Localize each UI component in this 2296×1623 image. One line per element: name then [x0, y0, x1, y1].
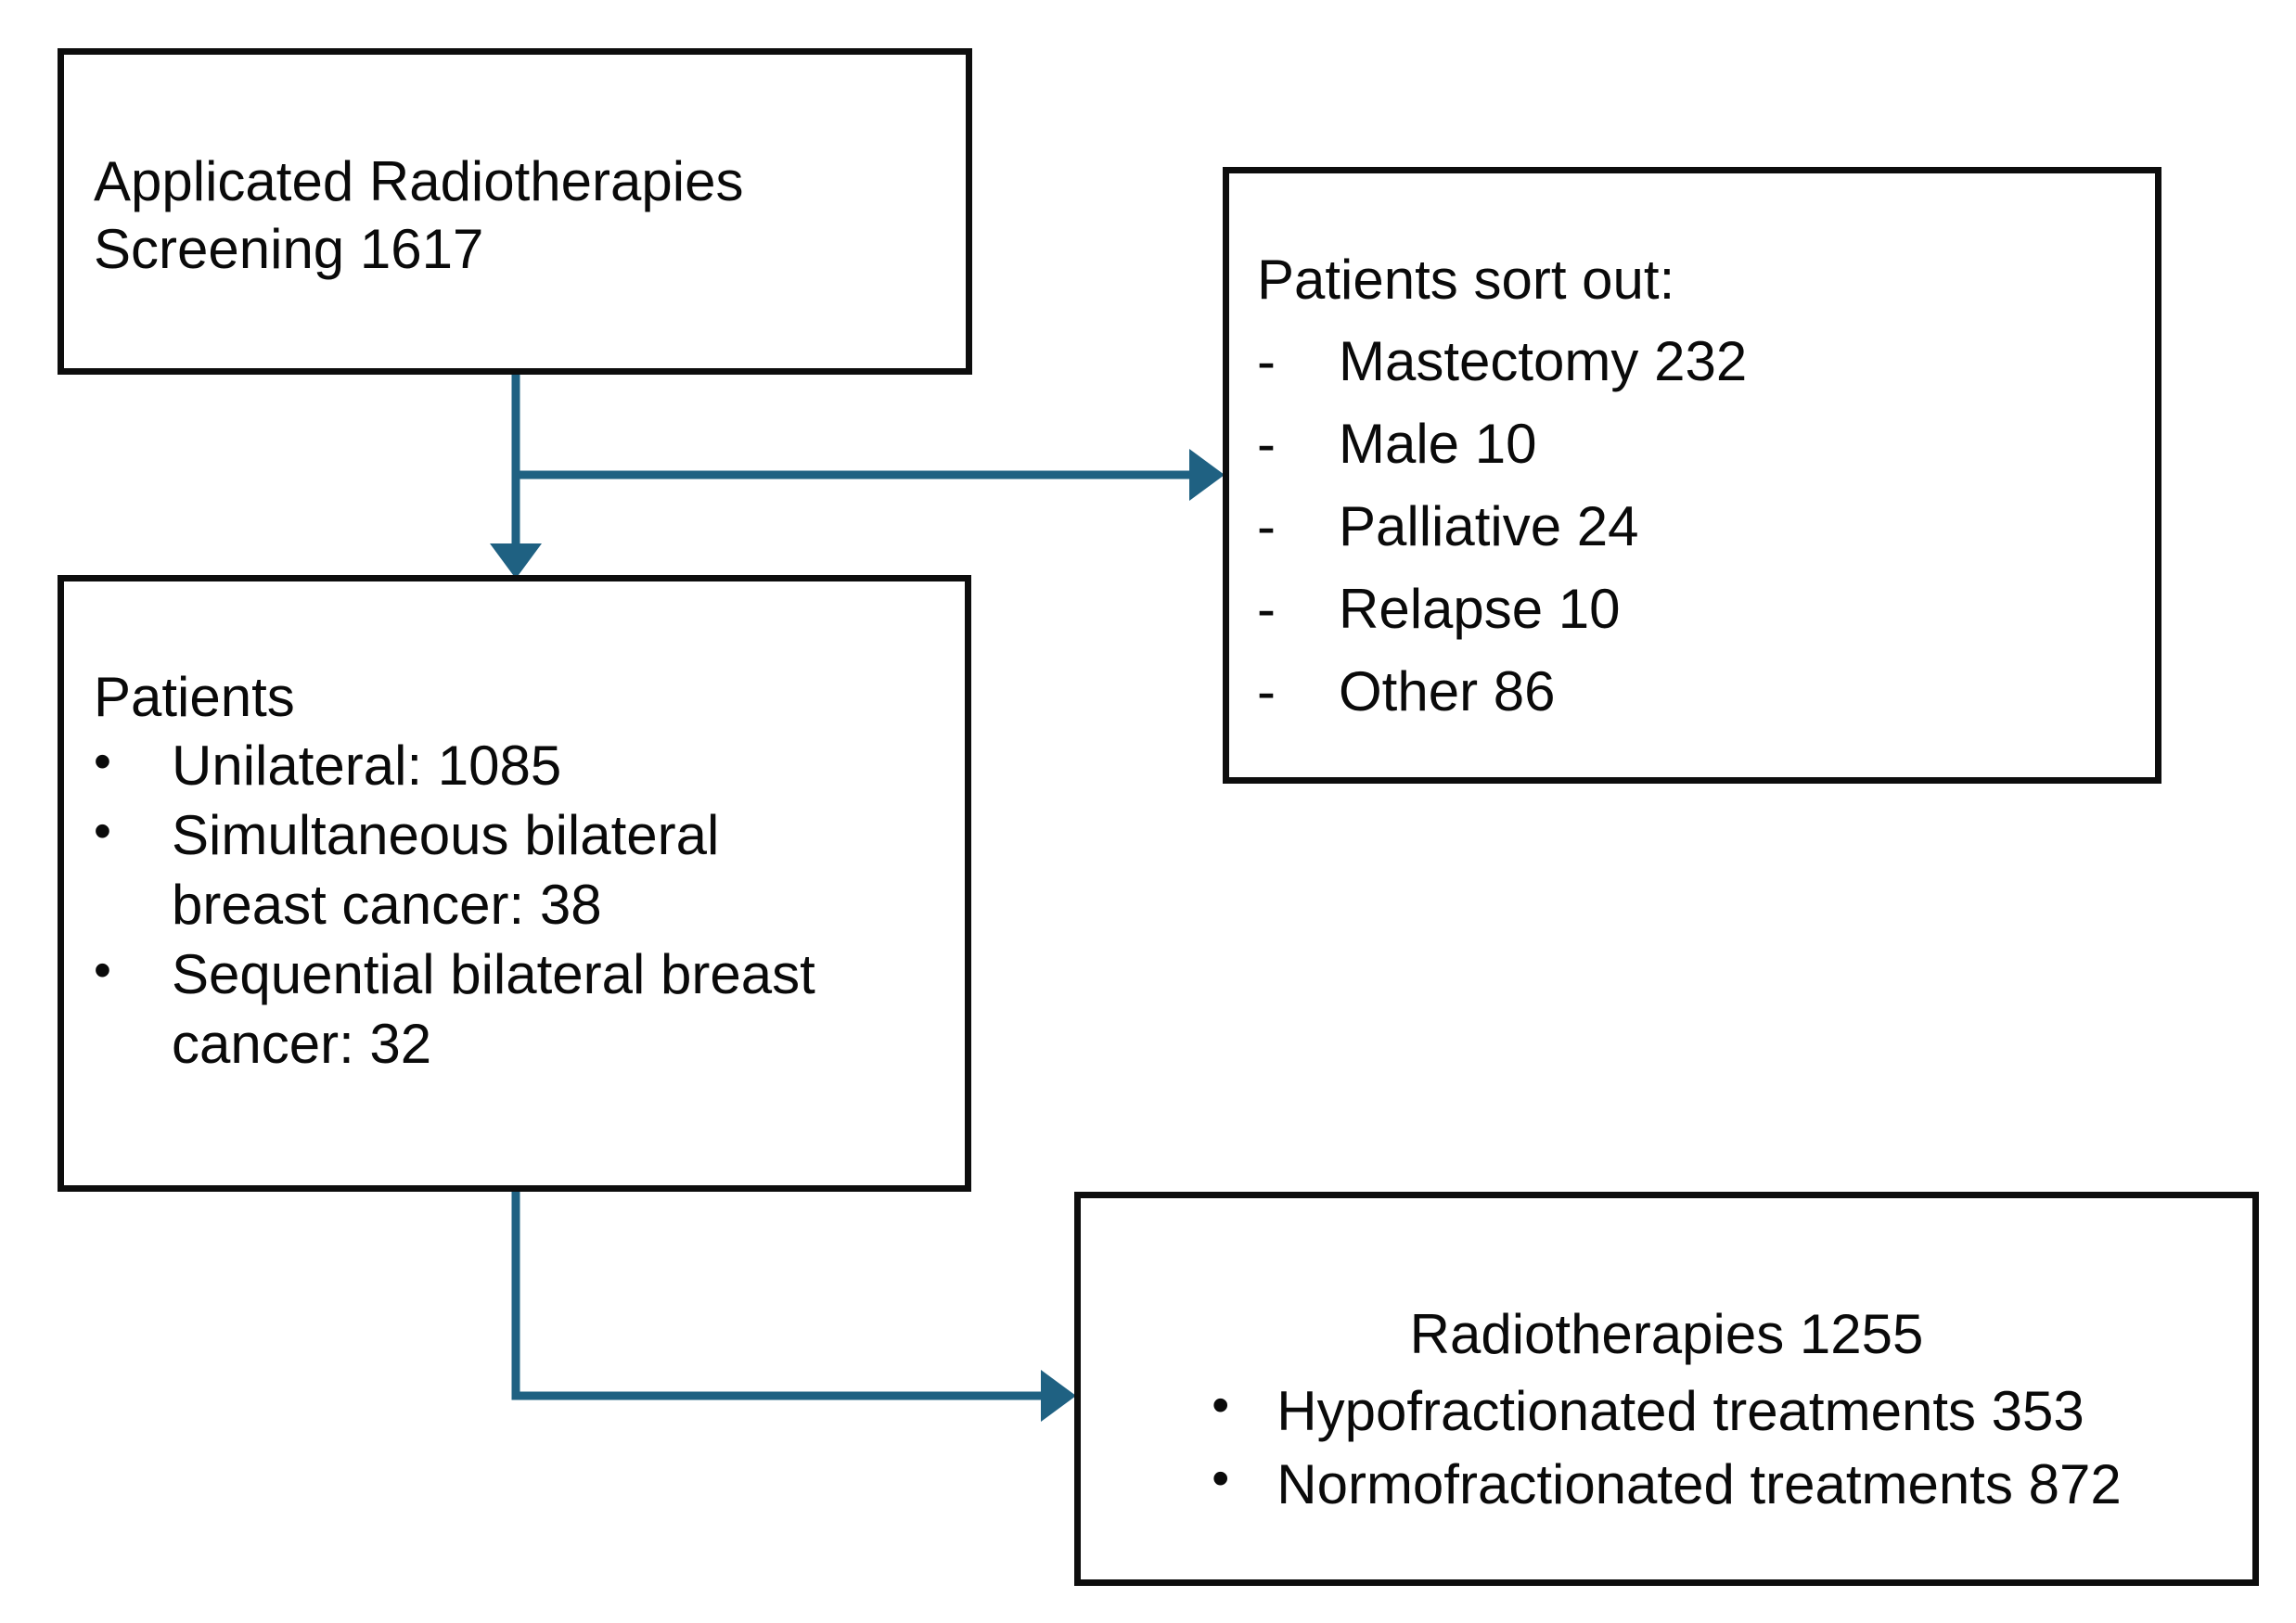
bullet-dot-icon: •: [94, 803, 111, 860]
list-item: - Male 10: [1257, 409, 2155, 479]
screening-line-1: Applicated Radiotherapies: [94, 150, 744, 212]
sort-out-item-2: Palliative 24: [1339, 495, 1639, 558]
bullet-dot-icon: •: [94, 734, 111, 790]
node-radiotherapies: Radiotherapies 1255 • Hypofractionated t…: [1074, 1192, 2259, 1586]
list-item: • Unilateral: 1085: [94, 731, 965, 800]
node-patients-sort-out-content: Patients sort out: - Mastectomy 232 - Ma…: [1229, 246, 2155, 726]
patients-item-1-line-1: breast cancer: 38: [172, 874, 602, 937]
radiotherapies-list: • Hypofractionated treatments 353 • Norm…: [1212, 1374, 2121, 1521]
patients-item-2-line-0: Sequential bilateral breast: [172, 943, 815, 1006]
screening-line-2: Screening 1617: [94, 218, 484, 281]
list-item: - Other 86: [1257, 657, 2155, 726]
node-radiotherapies-content: Radiotherapies 1255 • Hypofractionated t…: [1081, 1298, 2252, 1521]
radiotherapies-item-0: Hypofractionated treatments 353: [1276, 1380, 2084, 1442]
list-item: • Normofractionated treatments 872: [1212, 1448, 2121, 1521]
sort-out-item-4: Other 86: [1339, 660, 1556, 723]
list-item: • Simultaneous bilateral breast cancer: …: [94, 800, 965, 939]
list-item: - Relapse 10: [1257, 574, 2155, 644]
dash-bullet-icon: -: [1257, 578, 1276, 641]
connector-screening-to-patients: [490, 375, 542, 579]
radiotherapies-item-1: Normofractionated treatments 872: [1276, 1453, 2122, 1516]
list-item: - Mastectomy 232: [1257, 326, 2155, 396]
sort-out-item-3: Relapse 10: [1339, 578, 1621, 641]
sort-out-item-0: Mastectomy 232: [1339, 330, 1748, 393]
node-screening-content: Applicated Radiotherapies Screening 1617: [64, 147, 966, 283]
list-item: • Sequential bilateral breast cancer: 32: [94, 939, 965, 1079]
node-patients-content: Patients • Unilateral: 1085 • Simultaneo…: [64, 663, 965, 1079]
connector-screening-to-sort-out: [516, 449, 1225, 501]
dash-bullet-icon: -: [1257, 495, 1276, 558]
node-patients-sort-out: Patients sort out: - Mastectomy 232 - Ma…: [1223, 167, 2161, 784]
dash-bullet-icon: -: [1257, 413, 1276, 476]
bullet-dot-icon: •: [1212, 1377, 1230, 1433]
dash-bullet-icon: -: [1257, 330, 1276, 393]
connector-patients-to-radiotherapies: [511, 1192, 1076, 1422]
node-screening: Applicated Radiotherapies Screening 1617: [58, 48, 972, 375]
patients-item-1-line-0: Simultaneous bilateral: [172, 804, 720, 867]
radiotherapies-heading: Radiotherapies 1255: [1409, 1303, 1924, 1365]
patients-item-2-line-1: cancer: 32: [172, 1013, 432, 1076]
sort-out-heading: Patients sort out:: [1257, 249, 1675, 311]
patients-item-0-line-0: Unilateral: 1085: [172, 735, 562, 798]
node-patients: Patients • Unilateral: 1085 • Simultaneo…: [58, 575, 971, 1192]
bullet-dot-icon: •: [94, 942, 111, 999]
dash-bullet-icon: -: [1257, 660, 1276, 723]
list-item: • Hypofractionated treatments 353: [1212, 1374, 2121, 1448]
bullet-dot-icon: •: [1212, 1450, 1230, 1507]
list-item: - Palliative 24: [1257, 492, 2155, 561]
sort-out-item-1: Male 10: [1339, 413, 1537, 476]
patients-heading: Patients: [94, 666, 295, 728]
